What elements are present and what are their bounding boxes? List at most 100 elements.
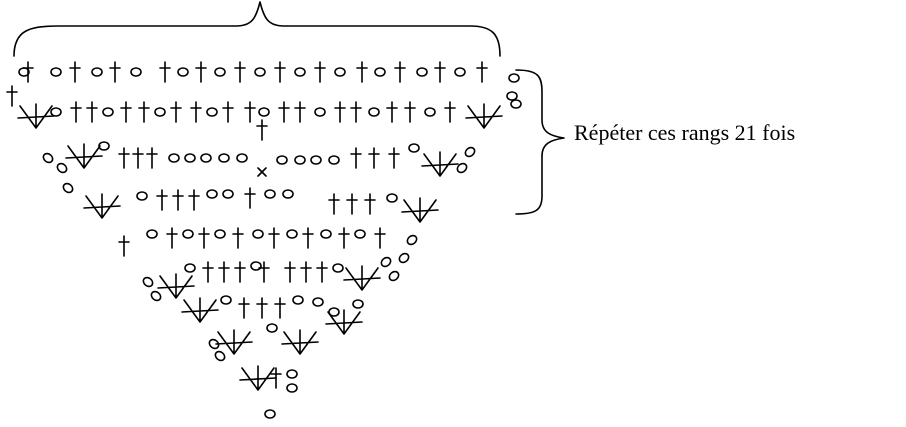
chain-stitch (42, 152, 54, 164)
double-crochet-stitch (394, 61, 406, 83)
double-crochet-stitch (256, 119, 268, 141)
double-crochet-stitch (476, 61, 488, 83)
double-crochet-stitch (284, 261, 296, 283)
chain-stitch (206, 107, 218, 117)
double-crochet-stitch (404, 101, 416, 123)
chain-stitch (208, 338, 220, 350)
double-crochet-stitch (146, 147, 158, 169)
shell-fan-stitch (239, 365, 277, 391)
double-crochet-stitch (159, 61, 171, 83)
chain-stitch (320, 229, 332, 239)
chain-stitch (250, 261, 262, 271)
chain-stitch (286, 369, 298, 379)
chain-stitch (310, 155, 322, 165)
chain-stitch (62, 182, 74, 194)
chain-stitch (206, 189, 218, 199)
double-crochet-stitch (300, 261, 312, 283)
double-crochet-stitch (198, 227, 210, 249)
chain-stitch (386, 193, 398, 203)
chain-stitch (264, 409, 276, 419)
double-crochet-stitch (374, 227, 386, 249)
chain-stitch (510, 99, 522, 109)
chain-stitch (214, 67, 226, 77)
double-crochet-stitch (294, 101, 306, 123)
repeat-brace (515, 69, 565, 215)
double-crochet-stitch (69, 61, 81, 83)
chain-stitch (50, 67, 62, 77)
chain-stitch (334, 67, 346, 77)
chain-stitch (368, 107, 380, 117)
double-crochet-stitch (222, 101, 234, 123)
chain-stitch (374, 67, 386, 77)
chain-stitch (352, 299, 364, 309)
chain-stitch (406, 234, 418, 246)
double-crochet-stitch (302, 227, 314, 249)
double-crochet-stitch (328, 193, 340, 215)
chain-stitch (142, 276, 154, 288)
double-crochet-stitch (364, 193, 376, 215)
chain-stitch (328, 155, 340, 165)
chain-stitch (214, 229, 226, 239)
double-crochet-stitch (238, 297, 250, 319)
double-crochet-stitch (434, 61, 446, 83)
stitch-symbols (6, 61, 522, 419)
double-crochet-stitch (166, 227, 178, 249)
chain-stitch (266, 323, 278, 333)
chain-stitch (398, 252, 410, 264)
chain-stitch (91, 67, 103, 77)
double-crochet-stitch (138, 101, 150, 123)
double-crochet-stitch (256, 297, 268, 319)
chain-stitch (236, 153, 248, 163)
shell-fan-stitch (421, 151, 459, 177)
double-crochet-stitch (109, 61, 121, 83)
double-crochet-stitch (338, 227, 350, 249)
double-crochet-stitch (386, 101, 398, 123)
chain-stitch (408, 143, 420, 153)
shell-fan-stitch (157, 273, 195, 299)
chain-stitch (102, 107, 114, 117)
chain-stitch (146, 229, 158, 239)
double-crochet-stitch (234, 61, 246, 83)
chain-stitch (150, 290, 162, 302)
double-crochet-stitch (190, 101, 202, 123)
chain-stitch (222, 189, 234, 199)
chain-stitch (328, 307, 340, 317)
double-crochet-stitch (132, 147, 144, 169)
chain-stitch (218, 153, 230, 163)
double-crochet-stitch (368, 147, 380, 169)
chain-stitch (454, 67, 466, 77)
chain-stitch (50, 107, 62, 117)
chain-stitch (292, 295, 304, 305)
double-crochet-stitch (118, 147, 130, 169)
repeat-label: Répéter ces rangs 21 fois (574, 120, 796, 145)
chain-stitch (184, 263, 196, 273)
chain-stitch (354, 229, 366, 239)
chain-stitch (332, 263, 344, 273)
double-crochet-stitch (314, 61, 326, 83)
chain-stitch (214, 350, 226, 362)
chain-stitch (276, 155, 288, 165)
shell-fan-stitch (401, 197, 439, 223)
double-crochet-stitch (244, 187, 256, 209)
shell-fan-stitch (343, 265, 381, 291)
double-crochet-stitch (350, 147, 362, 169)
double-crochet-stitch (268, 227, 280, 249)
double-crochet-stitch (444, 101, 456, 123)
double-crochet-stitch (22, 61, 34, 83)
chain-stitch (312, 297, 324, 307)
double-crochet-stitch (346, 193, 358, 215)
double-crochet-stitch (334, 101, 346, 123)
chain-stitch (130, 67, 142, 77)
double-crochet-stitch (70, 101, 82, 123)
chain-stitch (380, 256, 392, 268)
chain-stitch (424, 107, 436, 117)
chain-stitch (252, 229, 264, 239)
chain-stitch (286, 383, 298, 393)
shell-fan-stitch (65, 143, 103, 169)
double-crochet-stitch (188, 189, 200, 211)
chain-stitch (258, 107, 270, 117)
double-crochet-stitch (388, 147, 400, 169)
chain-stitch (264, 189, 276, 199)
chain-stitch (154, 107, 166, 117)
